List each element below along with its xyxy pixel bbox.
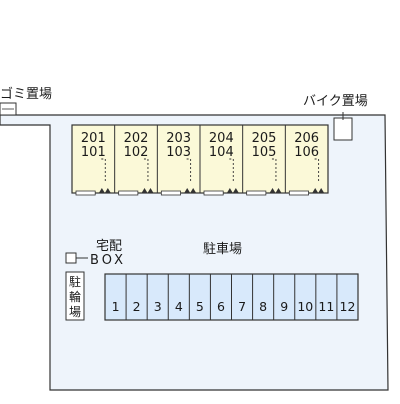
balcony-bar	[203, 190, 224, 196]
balcony-bar	[118, 190, 139, 196]
entrance-arrow	[147, 188, 154, 193]
parking-slot-12: 12	[340, 299, 356, 314]
unit-upper-number: 205	[252, 131, 277, 146]
unit-upper-number: 203	[166, 131, 191, 146]
entrance-arrow	[184, 188, 191, 193]
unit-lower-number: 103	[166, 145, 191, 160]
bike-area	[333, 112, 353, 141]
parking-slot-7: 7	[238, 299, 246, 314]
parking-slot-8: 8	[259, 299, 267, 314]
entrance-arrow	[98, 188, 105, 193]
entrance-arrow	[232, 188, 239, 193]
balcony-bar	[75, 190, 96, 196]
parking-slot-1: 1	[112, 299, 120, 314]
stairs-line	[271, 158, 277, 183]
unit-lower-number: 106	[294, 145, 319, 160]
balcony-bar	[160, 190, 181, 196]
balcony-bar	[246, 190, 267, 196]
unit-lower-number: 101	[81, 145, 106, 160]
stairs-line	[229, 158, 234, 183]
parking-slot-9: 9	[280, 299, 288, 314]
garbage-area-label: ゴミ置場	[0, 86, 52, 102]
bicycle-label-3: 場	[69, 305, 81, 319]
entrance-arrow	[104, 188, 111, 193]
parking-slot-2: 2	[133, 299, 141, 314]
entrance-arrow	[269, 188, 276, 193]
parking-slot-11: 11	[318, 299, 334, 314]
box-label: BOX	[90, 253, 126, 268]
entrance-arrow	[318, 188, 325, 193]
stairs-line	[143, 158, 149, 183]
balcony-bar	[288, 190, 309, 196]
unit-lower-number: 104	[209, 145, 234, 160]
unit-upper-number: 204	[209, 131, 234, 146]
garbage-area	[0, 102, 17, 116]
unit-lower-number: 105	[252, 145, 277, 160]
parking-slot-4: 4	[175, 299, 183, 314]
entrance-arrow	[226, 188, 233, 193]
unit-upper-number: 202	[124, 131, 149, 146]
parking-label: 駐車場	[203, 242, 242, 257]
entrance-arrow	[275, 188, 282, 193]
unit-upper-number: 201	[81, 131, 106, 146]
bicycle-parking	[65, 271, 85, 321]
unit-upper-number: 206	[294, 131, 319, 146]
parking-slot-3: 3	[154, 299, 162, 314]
parking-slot-10: 10	[297, 299, 313, 314]
delivery-label: 宅配	[96, 239, 122, 254]
stairs-line	[101, 158, 106, 183]
bicycle-label-2: 輪	[69, 289, 81, 304]
parking-slot-5: 5	[196, 299, 204, 314]
bike-area-label: バイク置場	[303, 94, 368, 109]
stairs-line	[186, 158, 192, 183]
delivery-box	[65, 252, 88, 264]
entrance-arrow	[190, 188, 197, 193]
parking-slot-6: 6	[217, 299, 225, 314]
stairs-line	[314, 158, 320, 183]
unit-lower-number: 102	[124, 145, 149, 160]
entrance-arrow	[312, 188, 319, 193]
entrance-arrow	[141, 188, 148, 193]
bicycle-label-1: 駐	[69, 274, 81, 289]
